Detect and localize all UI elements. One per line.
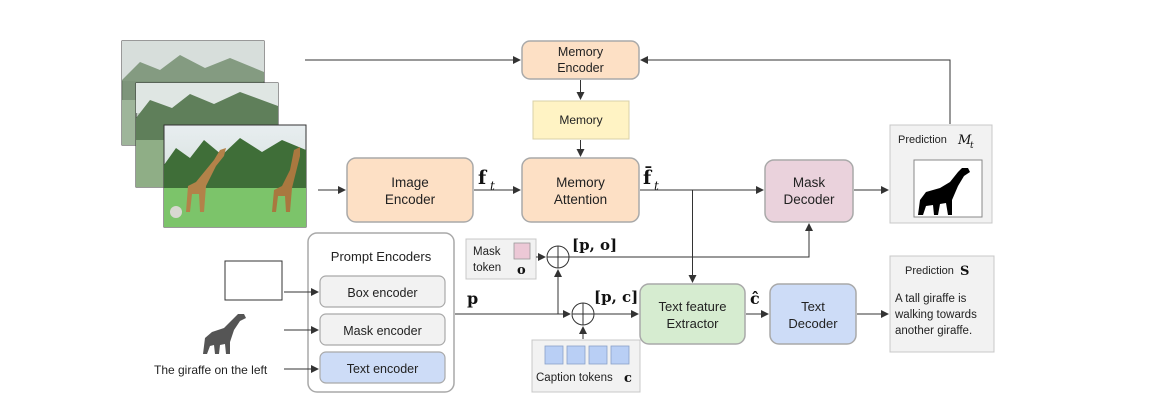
prediction-mask-symbol-sub: t <box>970 141 974 151</box>
video-frames <box>121 40 307 228</box>
prediction-caption-line-1: A tall giraffe is <box>895 293 967 305</box>
text-prompt-label: The giraffe on the left <box>154 363 268 377</box>
memory-attention-label-2: Attention <box>554 192 607 207</box>
image-encoder-box: Image Encoder <box>346 157 474 223</box>
mask-decoder-label-1: Mask <box>793 175 826 190</box>
caption-token-4 <box>610 345 630 365</box>
connections <box>284 56 951 373</box>
prediction-mask-symbol: M <box>957 133 972 148</box>
text-decoder-label-1: Text <box>801 299 825 314</box>
mask-token-label-1: Mask <box>473 246 501 258</box>
box-encoder-label: Box encoder <box>347 286 417 300</box>
box-encoder-box <box>319 275 446 308</box>
label-f-t-sub: t <box>490 179 495 193</box>
mask-token-square <box>513 242 531 260</box>
memory-encoder-label-1: Memory <box>558 45 604 59</box>
memory-attention-label-1: Memory <box>556 175 605 190</box>
caption-tokens-panel: Caption tokens c <box>531 339 641 393</box>
prediction-caption-line-2: walking towards <box>894 309 977 321</box>
caption-tokens-label: Caption tokens <box>536 372 613 384</box>
sum-node-mask <box>546 245 570 269</box>
label-fbar-t: f̄ <box>643 167 653 189</box>
text-encoder-box <box>319 351 446 384</box>
arrow-sum-to-mask-decoder <box>569 223 813 258</box>
mask-token-panel: Mask token o <box>465 238 537 280</box>
image-encoder-label-1: Image <box>391 175 429 190</box>
mask-encoder-label: Mask encoder <box>343 324 422 338</box>
label-p: p <box>467 289 478 308</box>
label-c-hat: ĉ <box>750 289 760 308</box>
prompt-encoders-group: Prompt Encoders Box encoder Mask encoder… <box>307 232 455 393</box>
prediction-caption-symbol: S <box>960 264 969 279</box>
text-feature-extractor-box: Text feature Extractor <box>639 283 746 345</box>
mask-token-label-2: token <box>473 262 501 274</box>
label-p-c: [p, c] <box>594 288 638 306</box>
giraffe-prompt-icon <box>203 314 246 354</box>
mask-decoder-box: Mask Decoder <box>764 159 854 223</box>
prediction-mask-panel: Prediction M t <box>889 124 993 224</box>
caption-token-3 <box>588 345 608 365</box>
memory-encoder-box: Memory Encoder <box>521 40 640 80</box>
caption-token-1 <box>544 345 564 365</box>
memory-attention-box: Memory Attention <box>521 157 640 223</box>
label-fbar-t-sub: t <box>654 179 659 193</box>
memory-label: Memory <box>559 113 602 127</box>
mask-decoder-label-2: Decoder <box>783 192 835 207</box>
prompt-encoders-title: Prompt Encoders <box>331 249 432 264</box>
caption-tokens-symbol: c <box>624 371 632 386</box>
text-feature-extractor-label-2: Extractor <box>666 316 719 331</box>
memory-box: Memory <box>532 100 630 140</box>
prediction-mask-label: Prediction <box>898 134 947 146</box>
prediction-caption-label: Prediction <box>905 265 954 277</box>
mask-token-symbol: o <box>517 263 526 278</box>
label-p-o: [p, o] <box>572 236 617 254</box>
video-frame-front <box>163 124 307 228</box>
text-feature-extractor-label-1: Text feature <box>659 299 727 314</box>
mask-encoder-box <box>319 313 446 346</box>
sum-node-caption <box>571 302 595 326</box>
caption-token-2 <box>566 345 586 365</box>
image-encoder-label-2: Encoder <box>385 192 436 207</box>
text-decoder-label-2: Decoder <box>788 316 838 331</box>
label-f-t: f <box>478 167 488 189</box>
box-prompt-input <box>224 260 283 301</box>
text-decoder-box: Text Decoder <box>769 283 857 345</box>
giraffe-mask-silhouette <box>918 168 970 215</box>
text-encoder-label: Text encoder <box>347 362 419 376</box>
prediction-caption-line-3: another giraffe. <box>895 325 972 337</box>
memory-encoder-label-2: Encoder <box>557 61 604 75</box>
arrow-prediction-to-memory-encoder <box>640 56 951 124</box>
prediction-caption-panel: Prediction S A tall giraffe is walking t… <box>889 255 995 353</box>
